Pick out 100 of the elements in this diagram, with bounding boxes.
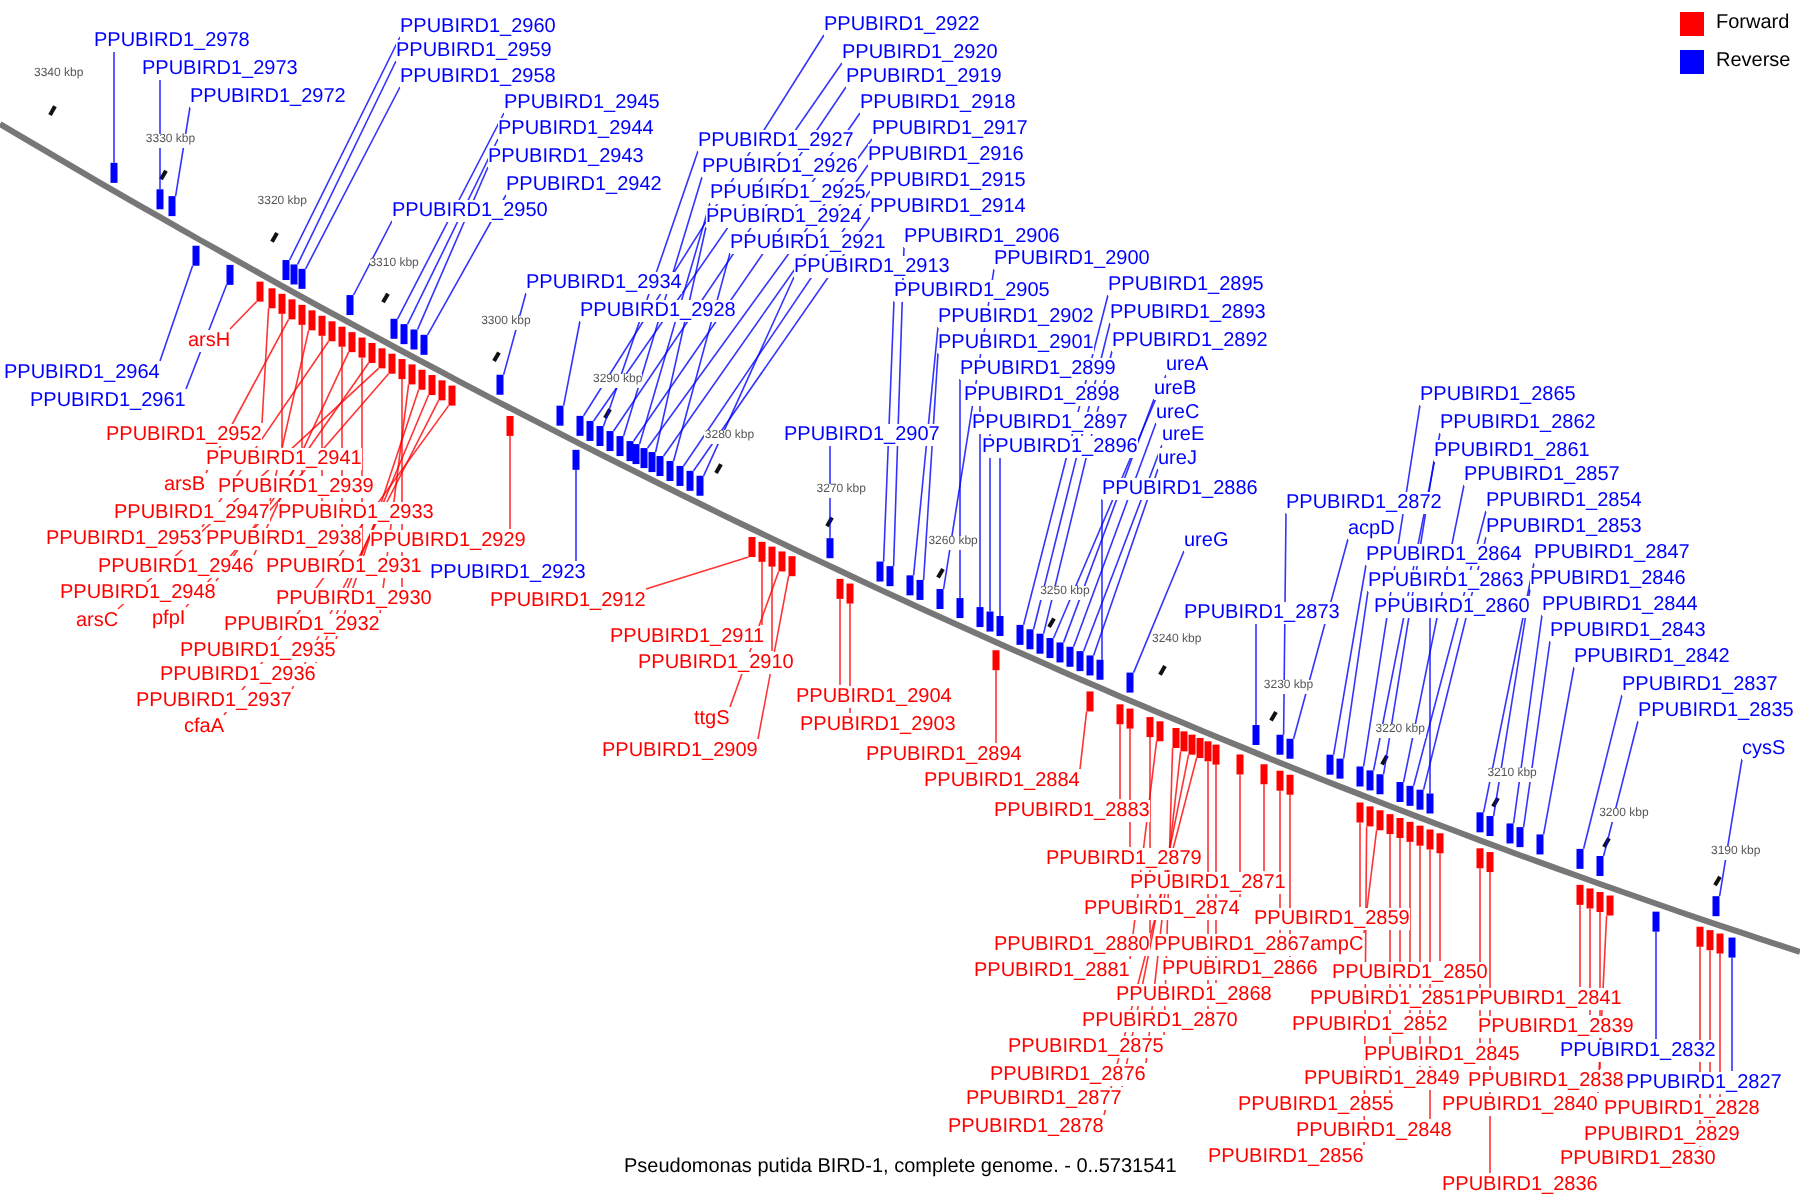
gene-label: PPUBIRD1_2852	[1292, 1013, 1448, 1035]
gene-block	[1376, 810, 1384, 831]
leader-line	[702, 276, 795, 477]
gene-block	[1236, 754, 1244, 775]
leader-line	[1718, 758, 1743, 897]
gene-label: PPUBIRD1_2958	[400, 65, 556, 87]
gene-label: PPUBIRD1_2909	[602, 739, 758, 761]
leader-line	[159, 265, 194, 362]
gene-block	[976, 607, 984, 628]
gene-label: PPUBIRD1_2860	[1374, 595, 1530, 617]
gene-label: PPUBIRD1_2929	[370, 529, 526, 551]
gene-label: PPUBIRD1_2846	[1530, 567, 1686, 589]
gene-label: PPUBIRD1_2829	[1584, 1123, 1740, 1145]
gene-block	[1188, 734, 1196, 755]
gene-label: PPUBIRD1_2851	[1310, 987, 1466, 1009]
gene-block	[1712, 896, 1720, 917]
gene-label: PPUBIRD1_2839	[1478, 1015, 1634, 1037]
gene-block	[298, 268, 306, 289]
gene-label: PPUBIRD1_2847	[1534, 541, 1690, 563]
gene-block	[826, 538, 834, 559]
gene-label: PPUBIRD1_2864	[1366, 543, 1522, 565]
gene-label: PPUBIRD1_2928	[580, 299, 736, 321]
gene-block	[616, 436, 624, 457]
gene-block	[1426, 829, 1434, 850]
gene-block	[168, 196, 176, 217]
gene-label: PPUBIRD1_2881	[974, 959, 1130, 981]
gene-label: PPUBIRD1_2857	[1464, 463, 1620, 485]
gene-label: PPUBIRD1_2904	[796, 685, 952, 707]
gene-label: PPUBIRD1_2856	[1208, 1145, 1364, 1167]
gene-block	[358, 337, 366, 358]
gene-block	[1728, 937, 1736, 958]
leader-line	[1655, 930, 1657, 1040]
gene-block	[788, 556, 796, 577]
gene-block	[986, 611, 994, 632]
gene-block	[1716, 933, 1724, 954]
gene-block	[506, 415, 514, 436]
gene-block	[640, 448, 648, 469]
gene-block	[1036, 633, 1044, 654]
gene-label: PPUBIRD1_2939	[218, 475, 374, 497]
gene-label: PPUBIRD1_2912	[490, 589, 646, 611]
gene-label: PPUBIRD1_2843	[1550, 619, 1706, 641]
gene-label: PPUBIRD1_2922	[824, 13, 980, 35]
gene-label: arsH	[188, 329, 231, 351]
gene-block	[308, 310, 316, 331]
gene-label: PPUBIRD1_2931	[266, 555, 422, 577]
gene-label: PPUBIRD1_2907	[784, 423, 940, 445]
gene-block	[676, 465, 684, 486]
leader-line	[989, 432, 991, 613]
gene-label: PPUBIRD1_2853	[1486, 515, 1642, 537]
gene-block	[1126, 672, 1134, 693]
gene-label: PPUBIRD1_2923	[430, 561, 586, 583]
gene-label: ureJ	[1158, 447, 1197, 469]
gene-block	[1586, 888, 1594, 909]
gene-block	[1204, 741, 1212, 762]
gene-label: PPUBIRD1_2917	[872, 117, 1028, 139]
gene-label: PPUBIRD1_2914	[870, 195, 1026, 217]
gene-block	[666, 461, 674, 481]
gene-label: PPUBIRD1_2832	[1560, 1039, 1716, 1061]
gene-label: PPUBIRD1_2845	[1364, 1043, 1520, 1065]
gene-block	[1276, 770, 1284, 791]
gene-label: PPUBIRD1_2960	[400, 15, 556, 37]
leader-line	[261, 307, 270, 424]
gene-block	[886, 566, 894, 587]
leader-line	[1101, 498, 1103, 661]
gene-label: PPUBIRD1_2953	[46, 527, 202, 549]
gene-label: PPUBIRD1_2930	[276, 587, 432, 609]
gene-label: PPUBIRD1_2861	[1434, 439, 1590, 461]
gene-label: PPUBIRD1_2950	[392, 199, 548, 221]
gene-label: PPUBIRD1_2934	[526, 271, 682, 293]
leader-line	[1082, 444, 1163, 652]
gene-label: PPUBIRD1_2941	[206, 447, 362, 469]
gene-block	[110, 162, 118, 183]
gene-block	[1596, 892, 1604, 912]
gene-label: PPUBIRD1_2895	[1108, 273, 1264, 295]
gene-label: PPUBIRD1_2935	[180, 639, 336, 661]
gene-block	[318, 315, 326, 336]
gene-label: PPUBIRD1_2879	[1046, 847, 1202, 869]
leader-line	[1072, 422, 1157, 648]
gene-label: PPUBIRD1_2948	[60, 581, 216, 603]
leader-line	[1439, 852, 1441, 962]
gene-block	[256, 281, 264, 302]
gene-block	[1426, 793, 1434, 814]
leader-line	[638, 202, 711, 445]
gene-label: PPUBIRD1_2942	[506, 173, 662, 195]
gene-block	[1606, 895, 1614, 916]
gene-block	[1536, 834, 1544, 855]
gene-label: arsC	[76, 609, 119, 631]
gene-label: PPUBIRD1_2961	[30, 389, 186, 411]
gene-block	[1366, 770, 1374, 791]
gene-block	[748, 537, 756, 558]
gene-block	[1576, 848, 1584, 869]
gene-block	[1286, 738, 1294, 759]
gene-label: PPUBIRD1_2902	[938, 305, 1094, 327]
gene-block	[758, 541, 766, 562]
gene-block	[1046, 638, 1054, 659]
gene-block	[906, 575, 914, 596]
leader-line	[562, 320, 581, 407]
gene-label: PPUBIRD1_2841	[1466, 987, 1622, 1009]
gene-block	[346, 295, 354, 316]
gene-block	[572, 449, 580, 470]
